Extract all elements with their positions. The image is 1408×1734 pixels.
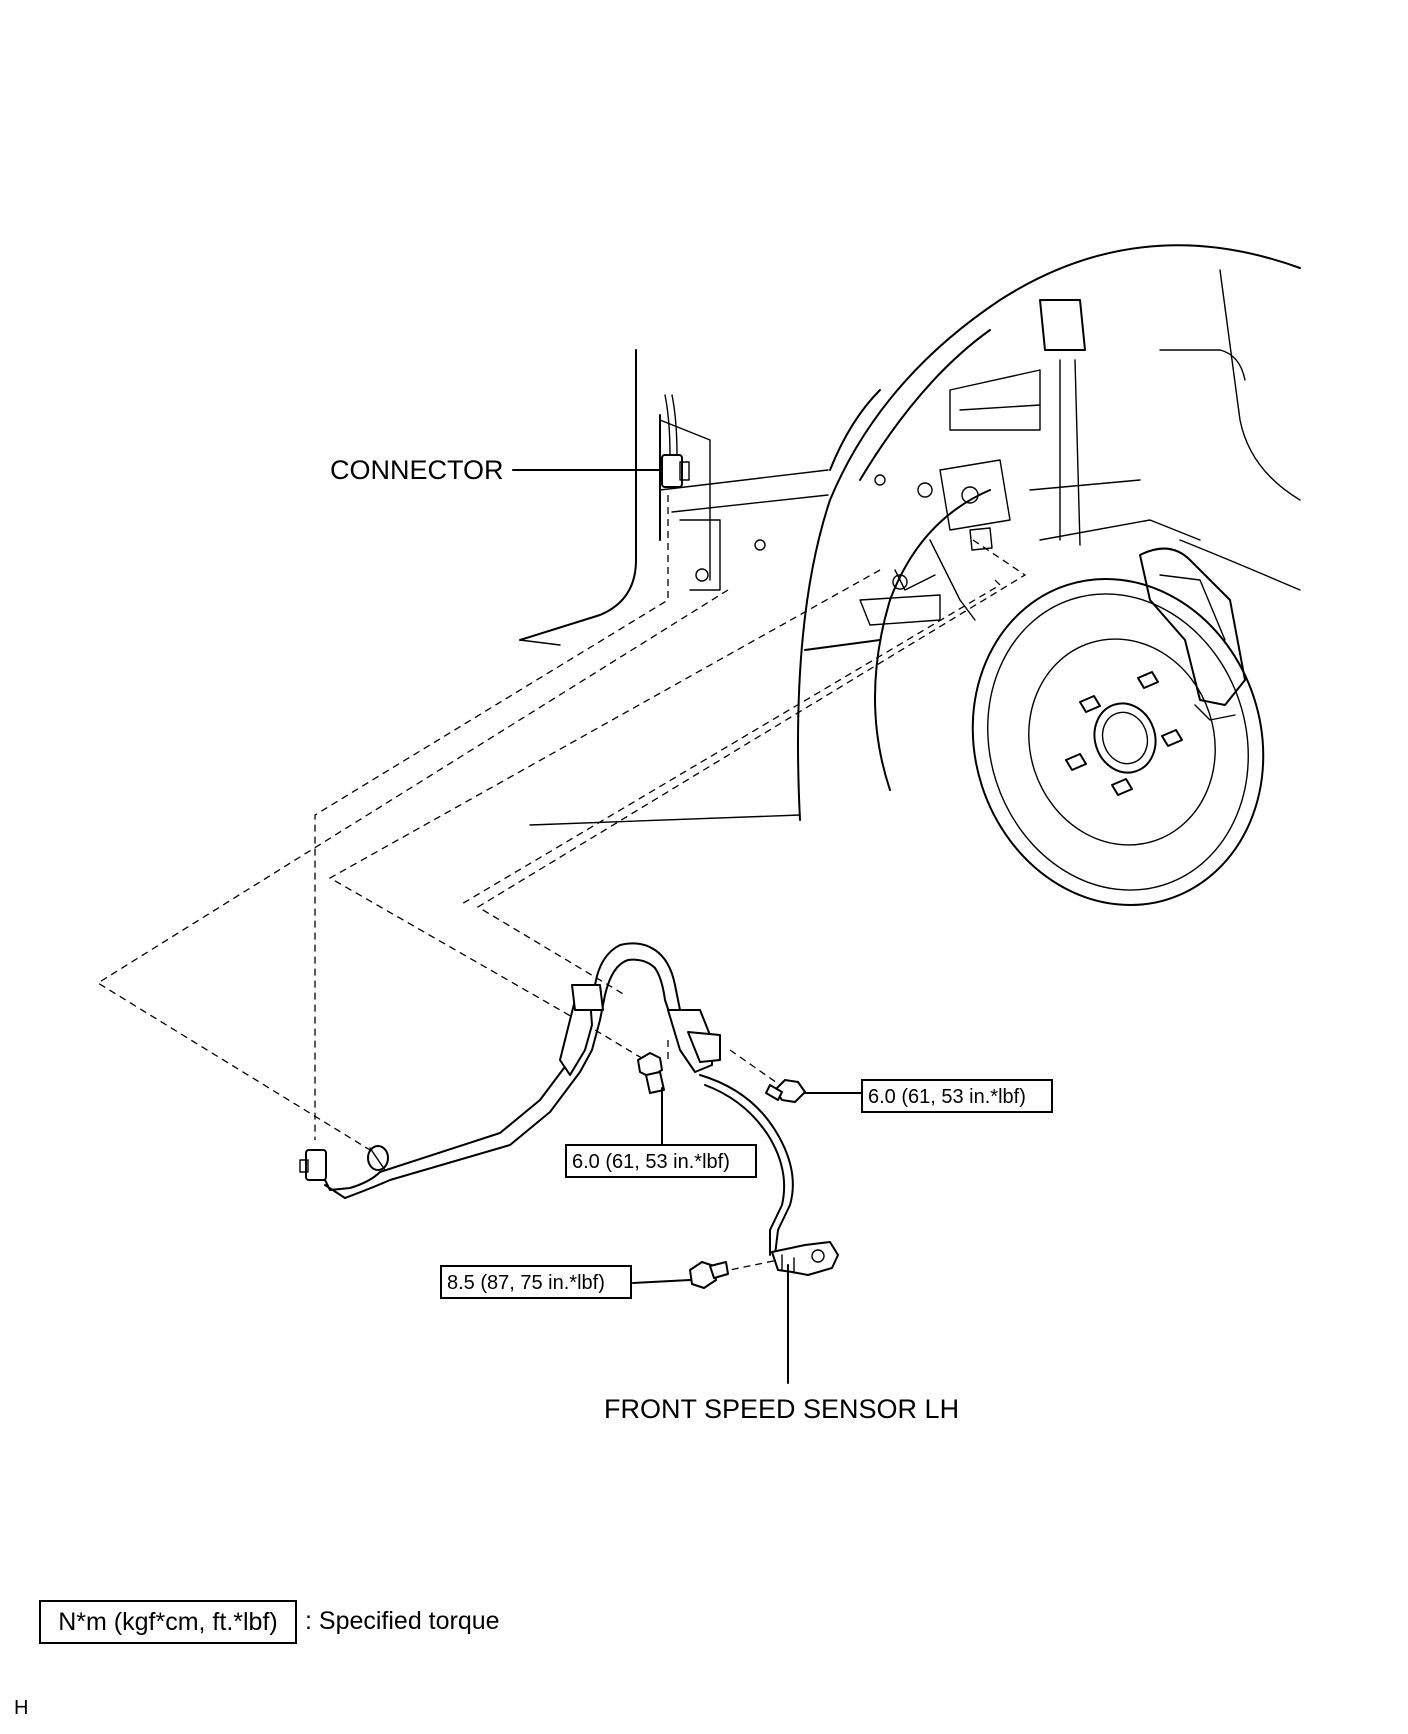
torque-legend-description: : Specified torque xyxy=(305,1607,500,1635)
sensor-wire-harness xyxy=(299,942,839,1276)
dashed-leader-lines xyxy=(96,495,1027,1273)
page-code: H xyxy=(14,1697,29,1719)
front-speed-sensor-label: FRONT SPEED SENSOR LH xyxy=(604,1394,959,1424)
torque-callout-upper-center: 6.0 (61, 53 in.*lbf) xyxy=(565,1144,757,1178)
torque-value-upper-right: 6.0 (61, 53 in.*lbf) xyxy=(868,1086,1026,1108)
bolt-lower xyxy=(689,1261,729,1289)
torque-unit-legend-box: N*m (kgf*cm, ft.*lbf) xyxy=(39,1600,297,1644)
vehicle-body xyxy=(519,244,1301,826)
bolt-upper-center xyxy=(637,1052,665,1094)
label-leader-lines xyxy=(512,469,863,1384)
torque-value-lower: 8.5 (87, 75 in.*lbf) xyxy=(447,1272,605,1294)
torque-callout-lower: 8.5 (87, 75 in.*lbf) xyxy=(440,1265,632,1299)
brake-disc xyxy=(971,547,1265,907)
connector-label: CONNECTOR xyxy=(330,455,504,485)
bolt-upper-right xyxy=(765,1079,806,1103)
torque-callout-upper-right: 6.0 (61, 53 in.*lbf) xyxy=(861,1079,1053,1113)
torque-value-upper-center: 6.0 (61, 53 in.*lbf) xyxy=(572,1151,730,1173)
lug-studs xyxy=(1065,671,1183,796)
